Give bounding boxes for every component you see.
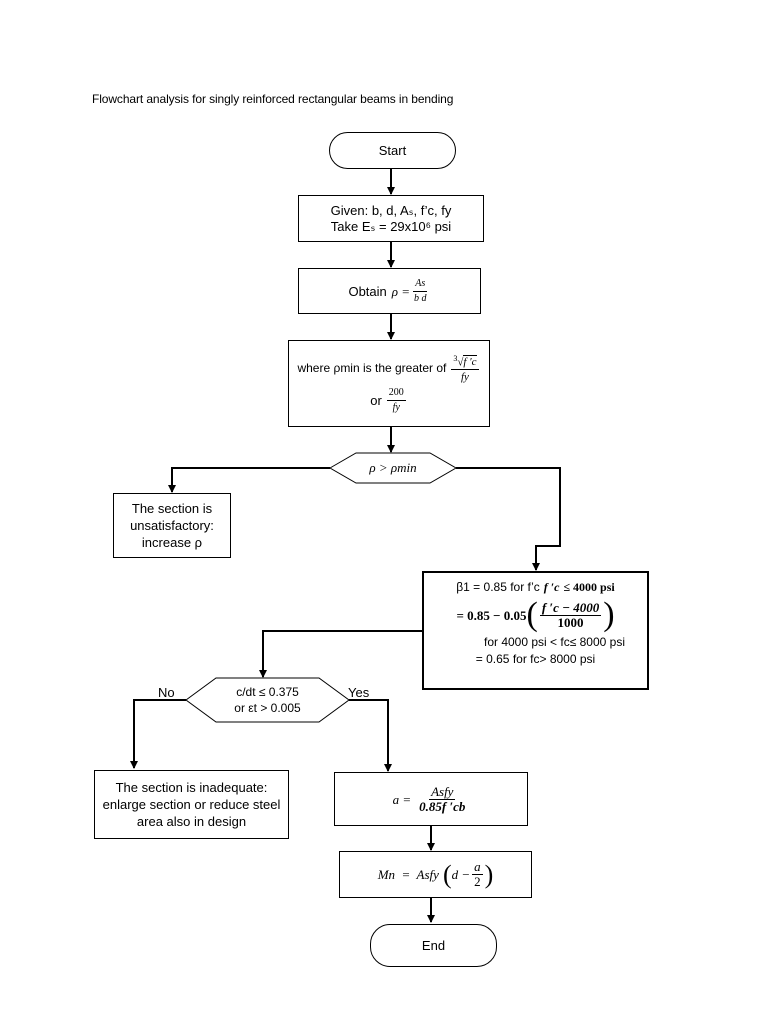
inadequate-line-3: area also in design: [136, 814, 247, 829]
strain-line-1: c/dt ≤ 0.375: [236, 685, 299, 699]
inadequate-box: The section is inadequate: enlarge secti…: [94, 770, 289, 839]
beta-line-1-prefix: β1 = 0.85 for f’c: [456, 580, 540, 594]
mn-paren-left: (: [442, 859, 452, 889]
rho-min-den-2: fy: [392, 402, 400, 414]
decision-strain-shape: [185, 677, 350, 723]
given-line-2: Take Eₛ = 29x10⁶ psi: [330, 218, 452, 234]
beta-line-1-rest: ≤ 4000 psi: [563, 580, 615, 594]
cube-root-numerator: 3√f ′c: [451, 352, 479, 371]
beta-paren-left: (: [526, 596, 538, 633]
a-numerator: Asfy: [429, 783, 456, 800]
end-terminal: End: [370, 924, 497, 967]
obtain-fraction: As b d: [412, 277, 429, 306]
beta-numerator: f ′c − 4000: [539, 599, 602, 616]
mn-equation-box: Mn = Asfy ( d − a 2 ): [339, 851, 532, 898]
page-title: Flowchart analysis for singly reinforced…: [92, 92, 454, 106]
decision-rho-check-label: ρ > ρmin: [369, 460, 417, 475]
arrow-beta-strain: [259, 630, 422, 678]
start-terminal: Start: [329, 132, 456, 169]
beta-fraction: f ′c − 4000 1000: [539, 599, 602, 630]
arrow-check-unsat: [168, 467, 330, 493]
radicand: f ′c: [463, 355, 477, 369]
beta-denominator: 1000: [557, 614, 584, 630]
given-box: Given: b, d, Aₛ, f’c, fy Take Eₛ = 29x10…: [298, 195, 484, 242]
decision-rho-check-shape: [328, 452, 458, 484]
a-lhs: a =: [392, 791, 412, 807]
branch-yes-label: Yes: [348, 685, 370, 700]
mn-paren-right: ): [484, 859, 494, 889]
mn-d-minus: d −: [451, 867, 471, 882]
start-label: Start: [378, 143, 407, 158]
beta-box: β1 = 0.85 for f’c f ′c ≤ 4000 psi = 0.85…: [422, 571, 649, 690]
a-equation-box: a = Asfy 0.85f ′cb: [334, 772, 528, 826]
a-denominator: 0.85f ′cb: [419, 798, 466, 814]
beta-line-4: = 0.65 for fc> 8000 psi: [475, 652, 596, 666]
unsat-line-3: increase ρ: [141, 535, 203, 550]
mn-numerator: a: [472, 859, 483, 875]
rho-min-box: where ρmin is the greater of 3√f ′c fy o…: [288, 340, 490, 427]
arrow-strain-yes: [349, 699, 392, 772]
rho-min-den-1: fy: [460, 371, 469, 384]
mn-denominator: 2: [474, 874, 481, 889]
strain-line-2: or εt > 0.005: [234, 701, 301, 715]
given-line-1: Given: b, d, Aₛ, f’c, fy: [330, 202, 452, 218]
a-fraction: Asfy 0.85f ′cb: [417, 783, 467, 814]
rho-min-fraction-1: 3√f ′c fy: [451, 352, 479, 385]
mn-lhs: Mn = Asfy: [377, 867, 439, 882]
inadequate-line-1: The section is inadequate:: [115, 780, 268, 795]
unsatisfactory-box: The section is unsatisfactory: increase …: [113, 493, 231, 558]
obtain-denominator: b d: [414, 292, 427, 304]
unsat-line-2: unsatisfactory:: [130, 518, 214, 533]
rho-min-prefix: where ρmin is the greater of: [297, 360, 447, 375]
unsat-line-1: The section is: [131, 501, 213, 516]
mn-fraction: a 2: [472, 860, 483, 889]
inadequate-line-2: enlarge section or reduce steel: [102, 797, 281, 812]
radical-sign-icon: √: [457, 356, 464, 369]
obtain-rho-box: Obtain ρ = As b d: [298, 268, 481, 314]
rho-min-fraction-2: 200 fy: [386, 386, 406, 415]
root-index: 3: [453, 353, 458, 363]
branch-no-label: No: [158, 685, 175, 700]
beta-line-1-f: f ′c: [543, 580, 560, 594]
beta-line-3: for 4000 psi < fc≤ 8000 psi: [483, 635, 625, 649]
obtain-numerator: As: [413, 277, 428, 292]
rho-min-or: or: [370, 393, 382, 409]
arrow-check-beta: [456, 467, 561, 571]
beta-line-2-prefix: = 0.85 − 0.05: [456, 607, 527, 623]
beta-paren-right: ): [603, 596, 615, 633]
arrow-strain-no: [130, 699, 186, 769]
obtain-rho-symbol: ρ =: [391, 283, 411, 299]
decision-strain-label: c/dt ≤ 0.375 or εt > 0.005: [216, 684, 319, 716]
end-label: End: [421, 938, 446, 953]
obtain-prefix: Obtain: [348, 283, 387, 299]
rho-min-num-2: 200: [386, 386, 406, 402]
